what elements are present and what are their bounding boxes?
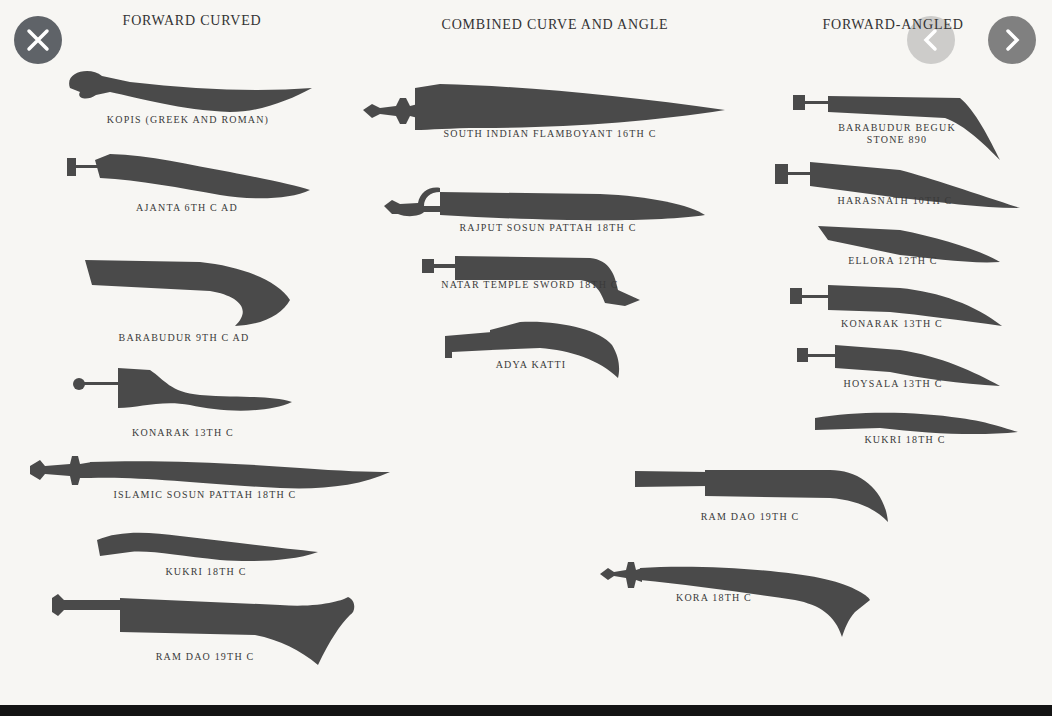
konarak-tang bbox=[802, 295, 830, 298]
kukri-sword bbox=[97, 533, 318, 561]
sword-label: KONARAK 13TH C bbox=[841, 318, 943, 330]
close-button bbox=[14, 16, 62, 64]
kopis-sword bbox=[69, 71, 312, 112]
islamic-sword bbox=[90, 461, 390, 488]
sword-label: KORA 18TH C bbox=[676, 592, 752, 604]
adya-katti-sword bbox=[490, 322, 619, 378]
sword-label: KONARAK 13TH C bbox=[132, 427, 234, 439]
ram-dao-handle bbox=[635, 471, 708, 487]
sword-label: KOPIS (GREEK AND ROMAN) bbox=[107, 114, 269, 126]
konarak-tang bbox=[84, 382, 120, 385]
sword-label: SOUTH INDIAN FLAMBOYANT 16TH C bbox=[443, 128, 656, 140]
sword-label: HOYSALA 13TH C bbox=[843, 378, 942, 390]
sword-label: BARABUDUR BEGUK STONE 890 bbox=[832, 122, 962, 146]
kora-hilt bbox=[600, 562, 642, 588]
sword-label: BARABUDUR 9TH C AD bbox=[119, 332, 250, 344]
hoysala-pommel bbox=[797, 348, 808, 362]
ajanta-tang bbox=[76, 165, 98, 168]
flamboyant-sword bbox=[415, 84, 725, 130]
next-icon bbox=[1008, 31, 1017, 49]
rajput-hilt bbox=[384, 188, 440, 217]
close-icon bbox=[29, 31, 47, 49]
ram-dao-sword bbox=[120, 597, 354, 665]
sword-label: RAM DAO 19TH C bbox=[156, 651, 255, 663]
ram-dao-handle bbox=[52, 594, 122, 616]
column-heading: FORWARD-ANGLED bbox=[822, 19, 963, 31]
harasnath-pommel bbox=[775, 164, 788, 184]
harasnath-tang bbox=[788, 172, 812, 175]
beguk-tang bbox=[805, 101, 830, 104]
natar-tang bbox=[434, 264, 456, 268]
konarak-sword bbox=[118, 368, 292, 411]
sword-label: KUKRI 18TH C bbox=[165, 566, 246, 578]
prev-icon bbox=[926, 31, 935, 49]
sword-label: RAM DAO 19TH C bbox=[701, 511, 800, 523]
viewer-controls bbox=[0, 16, 1052, 716]
sword-label: KUKRI 18TH C bbox=[864, 434, 945, 446]
harasnath-sword bbox=[810, 162, 1020, 208]
hoysala-tang bbox=[808, 354, 836, 357]
sword-silhouettes bbox=[30, 71, 1020, 665]
rajput-sword bbox=[440, 192, 705, 220]
konarak-pommel bbox=[73, 378, 85, 390]
sword-label: NATAR TEMPLE SWORD 18TH C bbox=[430, 279, 630, 291]
kukri-sword bbox=[815, 413, 1018, 434]
sword-label: ADYA KATTI bbox=[496, 359, 567, 371]
beguk-sword bbox=[828, 96, 1000, 160]
natar-pommel bbox=[422, 259, 434, 273]
ajanta-pommel bbox=[67, 158, 76, 176]
ajanta-sword bbox=[95, 154, 310, 198]
column-heading: FORWARD CURVED bbox=[123, 15, 262, 27]
islamic-hilt bbox=[30, 456, 92, 485]
sword-label: ISLAMIC SOSUN PATTAH 18TH C bbox=[114, 489, 297, 501]
kora-sword bbox=[640, 567, 870, 637]
bottom-bar bbox=[0, 705, 1052, 716]
sword-label: RAJPUT SOSUN PATTAH 18TH C bbox=[459, 222, 636, 234]
barabudur-sword bbox=[85, 260, 290, 326]
beguk-pommel bbox=[793, 95, 805, 110]
adya-katti-handle bbox=[445, 332, 492, 358]
flamboyant-hilt bbox=[363, 98, 418, 124]
column-heading: COMBINED CURVE AND ANGLE bbox=[442, 19, 669, 31]
next-button bbox=[988, 16, 1036, 64]
sword-label: AJANTA 6TH C AD bbox=[136, 202, 238, 214]
sword-label: ELLORA 12TH C bbox=[848, 255, 938, 267]
konarak-pommel bbox=[790, 288, 802, 304]
sword-label: HARASNATH 10TH C bbox=[838, 195, 953, 207]
